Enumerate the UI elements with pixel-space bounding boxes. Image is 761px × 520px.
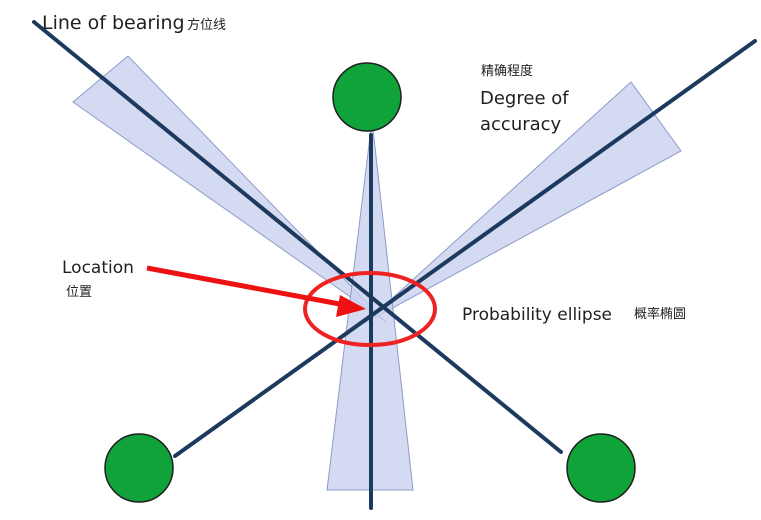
bearing-line-top-left — [32, 20, 563, 454]
accuracy-label-line2: accuracy — [480, 114, 562, 135]
stations — [104, 62, 636, 503]
accuracy-label-cn: 精确程度 — [481, 64, 534, 79]
line-of-bearing-label-cn: 方位线 — [187, 18, 227, 33]
probability-ellipse — [303, 271, 437, 347]
line-of-bearing-label: Line of bearing — [42, 12, 185, 34]
station-bottom-left — [104, 433, 174, 503]
location-label: Location — [62, 258, 134, 278]
accuracy-wedge-left — [72, 55, 387, 323]
probability-ellipse-label: Probability ellipse — [462, 305, 613, 325]
bearing-line-top-right — [173, 39, 757, 458]
location-arrow-shaft — [146, 265, 346, 308]
probability-ellipse-label-cn: 概率椭圆 — [634, 307, 687, 322]
bearing-lines — [32, 20, 757, 510]
accuracy-label-line1: Degree of — [480, 88, 569, 109]
location-arrow-head — [336, 295, 366, 317]
location-label-cn: 位置 — [66, 285, 93, 300]
station-top — [332, 62, 402, 132]
location-arrow — [146, 265, 366, 317]
station-bottom-right — [566, 433, 636, 503]
